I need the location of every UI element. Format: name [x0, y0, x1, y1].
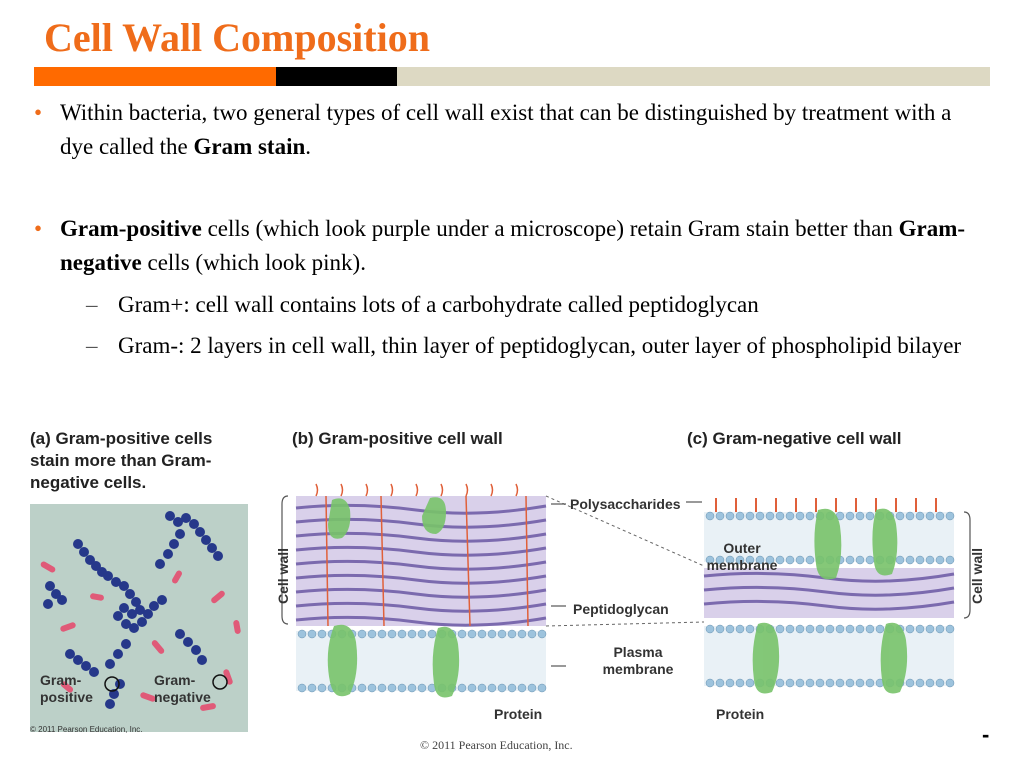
bullet-2-bold-a: Gram-positive [60, 216, 202, 241]
bullet-dot-icon: • [34, 100, 43, 125]
protein-label-c: Protein [716, 706, 765, 722]
page-marker: - [982, 722, 990, 747]
cell-wall-diagram-svg [281, 483, 971, 698]
pink-rods [40, 561, 241, 711]
figure-label-b: (b) Gram-positive cell wall [292, 429, 503, 448]
cell-wall-figure: (a) Gram-positive cells stain more than … [26, 420, 994, 738]
lipopolysaccharides-c [715, 498, 937, 512]
bullet-1-text-b: . [305, 134, 312, 159]
bullet-1-text-a: Within bacteria, two general types of ce… [60, 100, 952, 159]
title-bar-beige [397, 67, 990, 86]
bullet-dot-icon: • [34, 216, 43, 241]
bullet-1: • Within bacteria, two general types of … [34, 96, 984, 164]
gram-positive-marker-icon [104, 676, 120, 692]
dash-icon: – [86, 292, 98, 317]
slide-title: Cell Wall Composition [44, 15, 430, 60]
title-bar-black [276, 67, 397, 86]
proteins-c [752, 508, 908, 694]
gram-positive-label: Gram-positive [40, 672, 93, 705]
bullet-1-bold: Gram stain [193, 134, 306, 159]
sub-bullet-1-text: Gram+: cell wall contains lots of a carb… [118, 292, 759, 317]
figure-copyright: © 2011 Pearson Education, Inc. [30, 725, 143, 734]
plasma-membrane-c [704, 626, 954, 686]
figure-label-c: (c) Gram-negative cell wall [687, 429, 902, 448]
gram-positive-wall [281, 483, 547, 698]
leader-lines [545, 495, 705, 627]
bullet-2-bold-b: Gram-negative [60, 216, 966, 275]
gram-negative-marker-icon [212, 674, 228, 690]
sub-bullet-2: – Gram-: 2 layers in cell wall, thin lay… [86, 329, 966, 363]
gram-negative-label: Gram-negative [154, 672, 211, 705]
slide-footer: © 2011 Pearson Education, Inc. [420, 738, 573, 752]
gram-negative-wall [703, 498, 971, 694]
polysaccharide-chains-b [315, 483, 529, 627]
bullet-2-text-a: cells (which look purple under a microsc… [201, 216, 899, 241]
peptidoglycan-label: Peptidoglycan [573, 601, 669, 617]
figure-label-a: (a) Gram-positive cells stain more than … [30, 429, 213, 492]
cell-wall-label-b: Cell wall [275, 547, 291, 605]
protein-label-b: Protein [494, 706, 543, 722]
micrograph-svg [30, 504, 248, 732]
plasma-membrane-label: Plasma membrane [602, 644, 674, 677]
bullet-1-text: Within bacteria, two general types of ce… [60, 96, 984, 164]
dash-icon: – [86, 333, 98, 358]
polysaccharides-label: Polysaccharides [570, 496, 681, 512]
callout-ticks [551, 501, 702, 667]
sub-bullet-1: – Gram+: cell wall contains lots of a ca… [86, 288, 966, 322]
sub-bullet-2-text: Gram-: 2 layers in cell wall, thin layer… [118, 333, 962, 358]
bullet-2-text: Gram-positive cells (which look purple u… [60, 212, 984, 280]
purple-cocci [43, 511, 223, 709]
cell-wall-bracket-c [963, 511, 971, 619]
cell-wall-bracket-b [281, 495, 289, 625]
cell-wall-label-c: Cell wall [969, 547, 985, 605]
bullet-2: • Gram-positive cells (which look purple… [34, 212, 984, 280]
micrograph-image: Gram-positive Gram-negative [30, 504, 248, 732]
title-bar-orange [34, 67, 276, 86]
bullet-2-text-b: cells (which look pink). [141, 250, 366, 275]
outer-membrane-label: Outer membrane [706, 540, 778, 573]
proteins-b [327, 497, 460, 698]
